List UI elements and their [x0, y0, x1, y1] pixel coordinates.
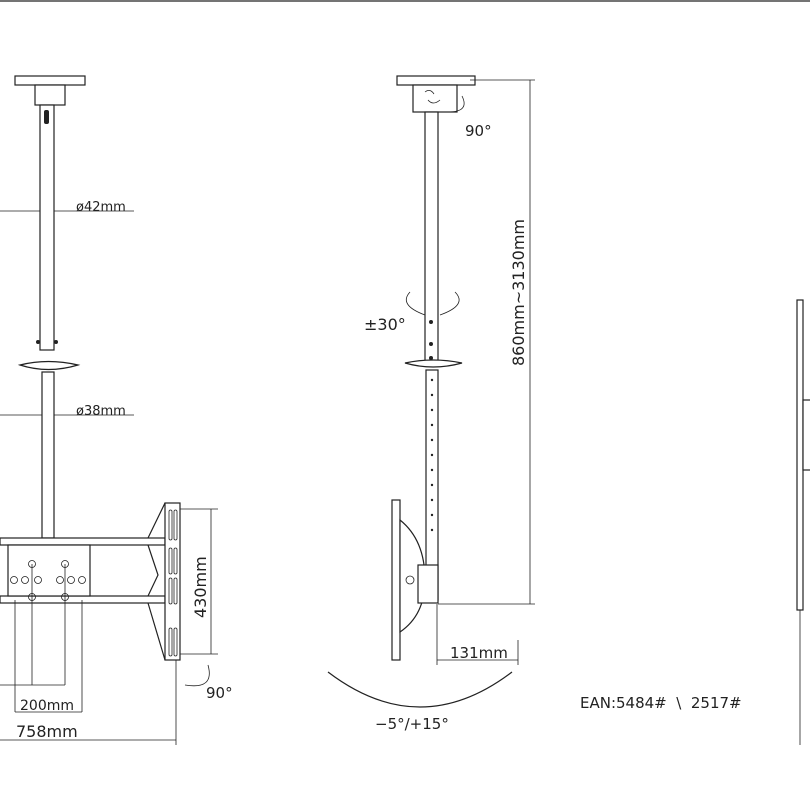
- frame-width-dim: 758mm: [16, 722, 78, 741]
- height-range-dim: 860mm~3130mm: [509, 219, 528, 366]
- pole-holes: [430, 378, 434, 532]
- depth-dim: 131mm: [450, 644, 508, 662]
- plate-rotation-label: 90°: [465, 122, 492, 140]
- tilt-label: −5°/+15°: [375, 715, 449, 733]
- frame-height-dim: 430mm: [191, 556, 210, 618]
- side-view: [327, 75, 535, 708]
- rear-view-partial: [796, 299, 810, 745]
- frame-rotation-label: 90°: [206, 684, 233, 702]
- vesa-spacing-dim: 200mm: [20, 698, 74, 714]
- lower-pole-diameter: ø38mm: [76, 404, 126, 419]
- ean-code: EAN:5484# \ 2517#: [580, 694, 742, 712]
- upper-pole-diameter: ø42mm: [76, 200, 126, 215]
- front-view: [0, 75, 218, 745]
- swivel-label: ±30°: [364, 315, 406, 334]
